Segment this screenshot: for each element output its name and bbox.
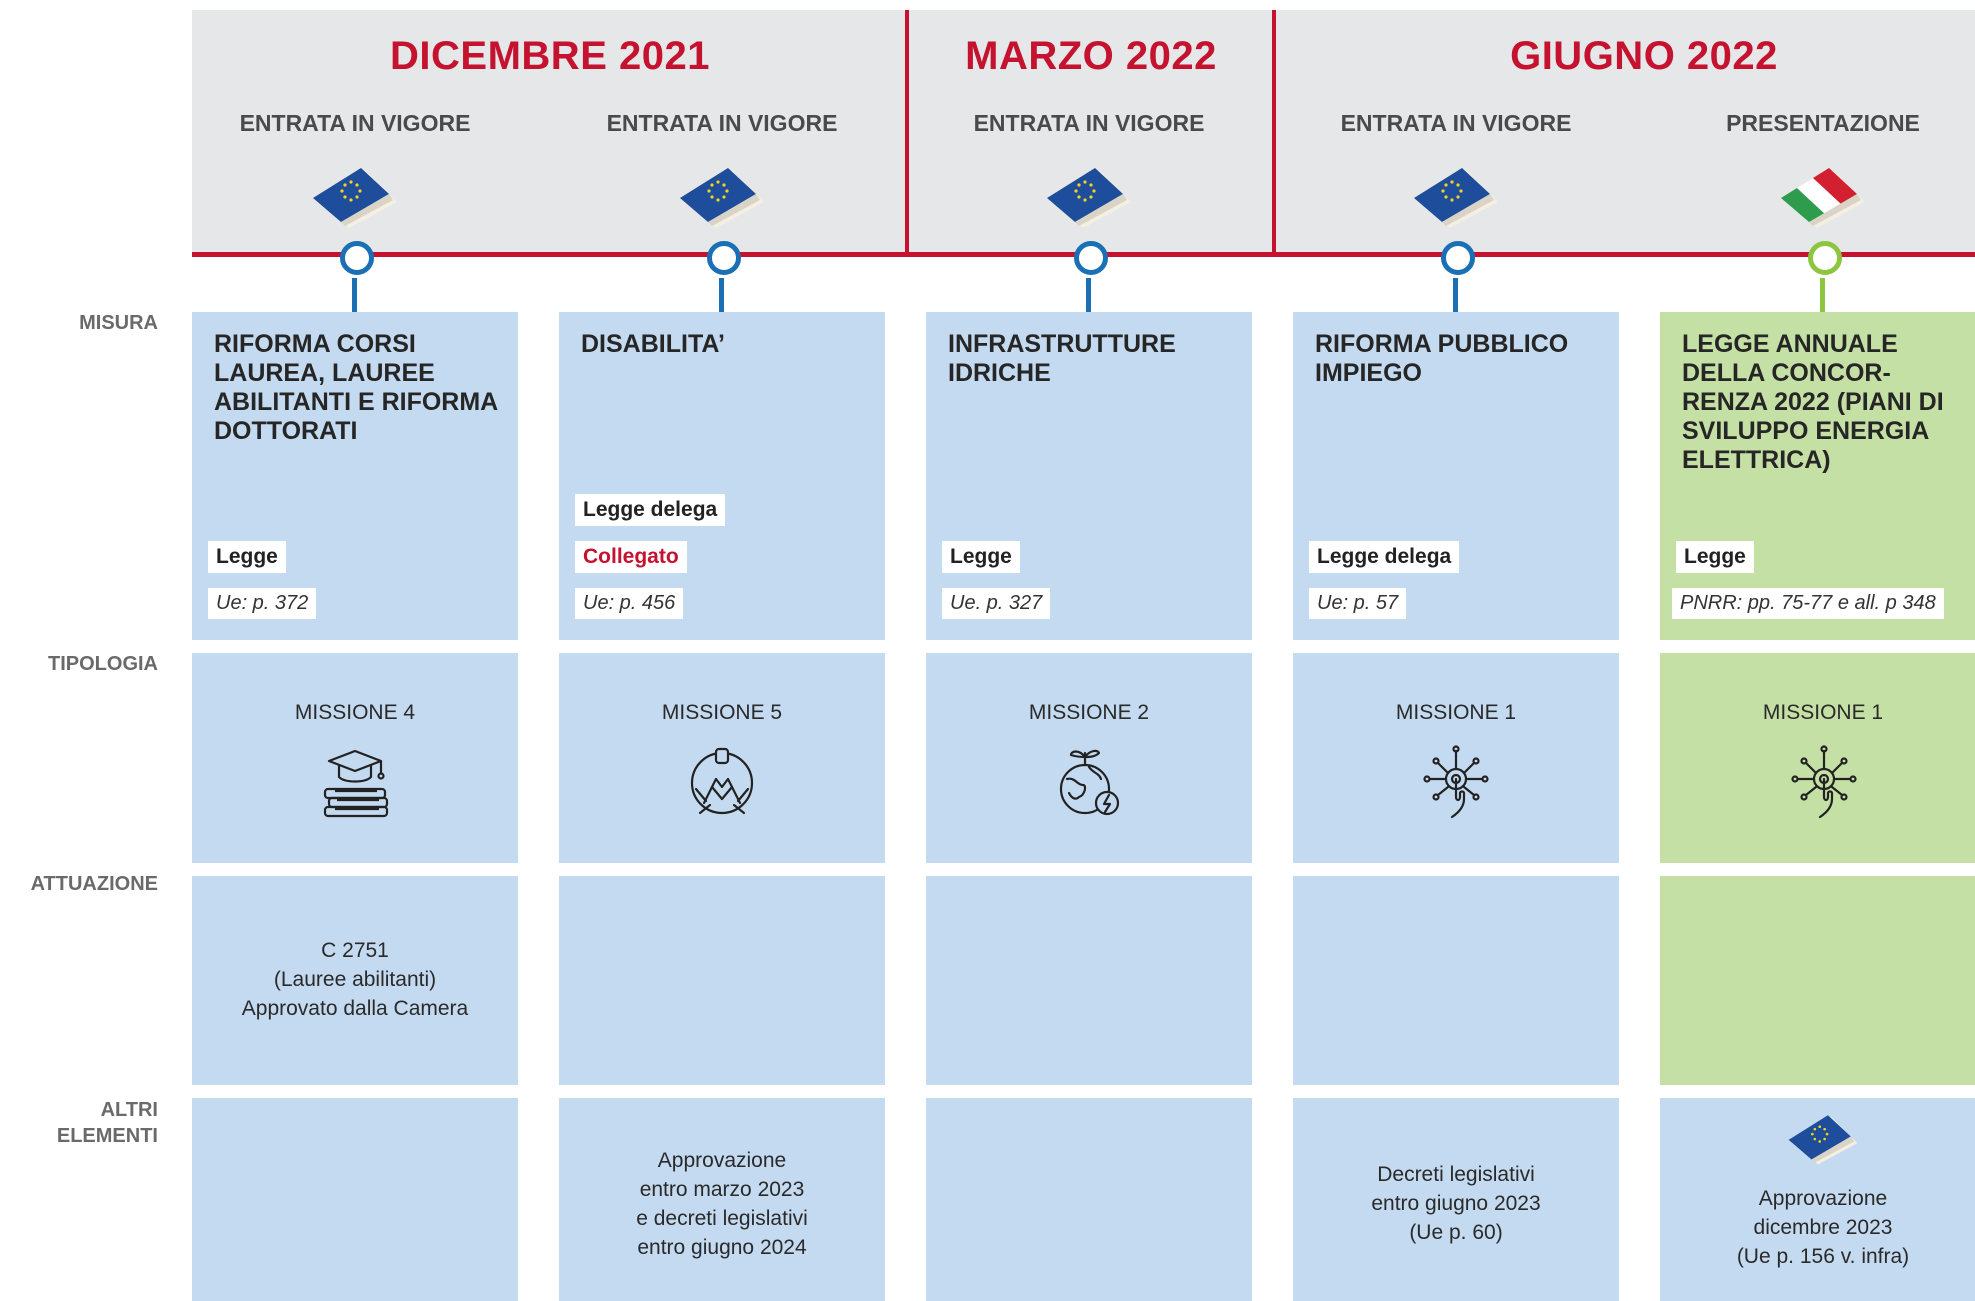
stage-label: ENTRATA IN VIGORE [606, 110, 838, 136]
green-earth-icon [1059, 749, 1120, 816]
mission-cell: MISSIONE 5 [559, 653, 885, 863]
stage-label: ENTRATA IN VIGORE [1340, 110, 1572, 136]
type-tag: Legge [942, 541, 1020, 573]
eu-book-icon [680, 168, 764, 228]
digital-touch-icon [1790, 745, 1857, 819]
eu-book-icon [1414, 168, 1498, 228]
mission-cell: MISSIONE 4 [192, 653, 518, 863]
reference-label: Ue: p. 372 [208, 588, 317, 619]
timeline-node [1441, 241, 1475, 275]
measure-title: INFRASTRUTTURE IDRICHE [948, 330, 1176, 387]
row-label-misura: MISURA [79, 312, 158, 334]
eu-book-icon [1047, 168, 1131, 228]
mission-label: MISSIONE 2 [1028, 701, 1150, 724]
measure-cell: RIFORMA CORSI LAUREA, LAUREE ABILITANTI … [192, 312, 518, 640]
reference-label: PNRR: pp. 75-77 e all. p 348 [1672, 588, 1944, 619]
type-tag: Legge [208, 541, 286, 573]
measure-cell: INFRASTRUTTURE IDRICHE Legge Ue. p. 327 [926, 312, 1252, 640]
other-elements-cell: Approvazione entro marzo 2023 e decreti … [559, 1098, 885, 1301]
stage-label: ENTRATA IN VIGORE [973, 110, 1205, 136]
timeline-node [1808, 241, 1842, 275]
stage-label: ENTRATA IN VIGORE [239, 110, 471, 136]
timeline-node [340, 241, 374, 275]
reference-label: Ue: p. 456 [575, 588, 684, 619]
mission-label: MISSIONE 5 [661, 701, 783, 724]
row-label-attuazione: ATTUAZIONE [30, 873, 158, 895]
timeline-stem [1453, 278, 1458, 314]
hands-together-icon [690, 747, 754, 815]
stage-label: PRESENTAZIONE [1726, 110, 1920, 136]
measure-cell: DISABILITA’ Legge delega Collegato Ue: p… [559, 312, 885, 640]
reference-label: Ue: p. 57 [1309, 588, 1407, 619]
type-tag: Legge delega [575, 494, 726, 526]
implementation-text: C 2751 (Lauree abilitanti) Approvato dal… [241, 939, 469, 1020]
implementation-cell: C 2751 (Lauree abilitanti) Approvato dal… [192, 876, 518, 1085]
eu-book-icon [1788, 1115, 1858, 1165]
timeline-stem [1820, 278, 1825, 314]
mission-cell: MISSIONE 1 [1293, 653, 1619, 863]
other-elements-cell: Decreti legislativi entro giugno 2023 (U… [1293, 1098, 1619, 1301]
period-title: DICEMBRE 2021 [390, 34, 710, 78]
timeline-node [707, 241, 741, 275]
mission-label: MISSIONE 1 [1762, 701, 1884, 724]
graduation-books-icon [323, 749, 389, 818]
measure-cell: RIFORMA PUBBLICO IMPIEGO Legge delega Ue… [1293, 312, 1619, 640]
measure-title: LEGGE ANNUALE DELLA CONCOR-RENZA 2022 (P… [1682, 330, 1944, 474]
mission-label: MISSIONE 4 [294, 701, 416, 724]
other-elements-text: Decreti legislativi entro giugno 2023 (U… [1371, 1163, 1541, 1244]
measure-cell: LEGGE ANNUALE DELLA CONCOR-RENZA 2022 (P… [1660, 312, 1975, 640]
italy-book-icon [1781, 168, 1865, 228]
eu-book-icon [313, 168, 397, 228]
implementation-cell [559, 876, 885, 1085]
reference-label: Ue. p. 327 [942, 588, 1051, 619]
collegato-tag: Collegato [575, 541, 687, 573]
period-separator [1272, 10, 1276, 256]
mission-cell: MISSIONE 2 [926, 653, 1252, 863]
period-title: MARZO 2022 [965, 34, 1217, 78]
timeline-stem [719, 278, 724, 314]
row-label-altri-elementi: ALTRI ELEMENTI [56, 1099, 158, 1147]
measure-title: RIFORMA CORSI LAUREA, LAUREE ABILITANTI … [214, 330, 498, 445]
other-elements-text: Approvazione entro marzo 2023 e decreti … [636, 1149, 808, 1259]
other-elements-text: Approvazione dicembre 2023 (Ue p. 156 v.… [1736, 1187, 1910, 1268]
other-elements-cell [926, 1098, 1252, 1301]
period-title: GIUGNO 2022 [1510, 34, 1778, 78]
row-label-tipologia: TIPOLOGIA [48, 653, 158, 675]
measure-title: DISABILITA’ [581, 330, 725, 358]
implementation-cell [1293, 876, 1619, 1085]
type-tag: Legge delega [1309, 541, 1460, 573]
mission-cell: MISSIONE 1 [1660, 653, 1975, 863]
implementation-cell [926, 876, 1252, 1085]
type-tag: Legge [1676, 541, 1754, 573]
other-elements-cell: Approvazione dicembre 2023 (Ue p. 156 v.… [1660, 1098, 1975, 1301]
period-separator [905, 10, 909, 256]
implementation-cell [1660, 876, 1975, 1085]
timeline-stem [352, 278, 357, 314]
timeline-node [1074, 241, 1108, 275]
digital-touch-icon [1423, 745, 1489, 819]
measure-title: RIFORMA PUBBLICO IMPIEGO [1315, 330, 1569, 387]
mission-label: MISSIONE 1 [1395, 701, 1517, 724]
other-elements-cell [192, 1098, 518, 1301]
timeline-stem [1086, 278, 1091, 314]
